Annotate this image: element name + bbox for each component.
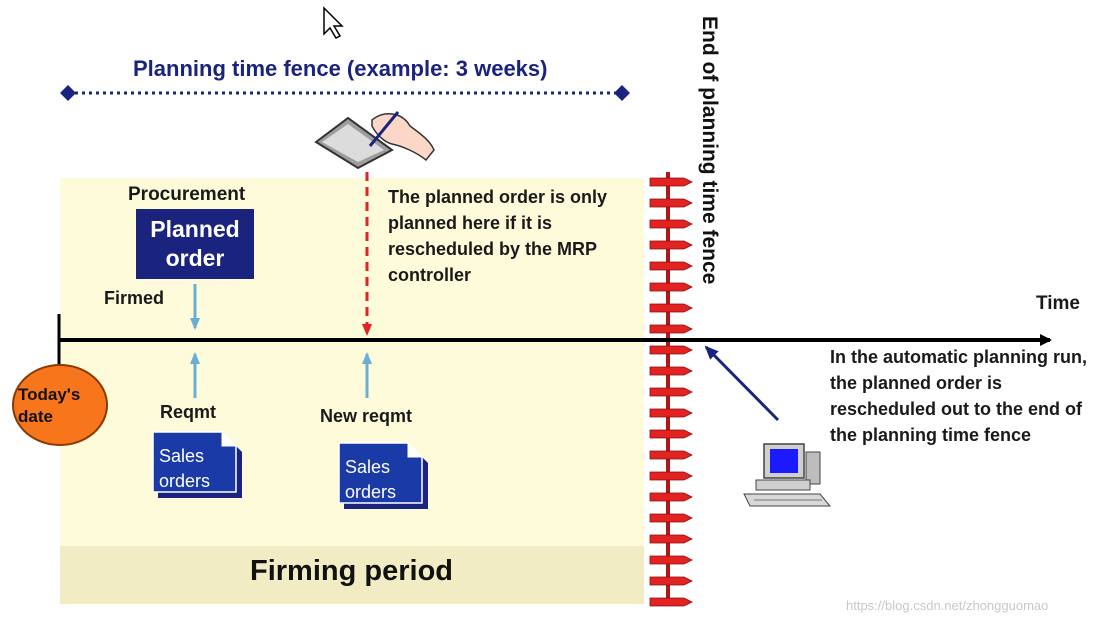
fence-peg — [649, 450, 693, 460]
reqmt-label: Reqmt — [160, 402, 217, 422]
sales-orders-text-new: Sales orders — [345, 455, 420, 505]
fence-peg — [649, 429, 693, 439]
fence-span-right-diamond — [614, 85, 630, 101]
fence-peg — [649, 261, 693, 271]
todays-date-label: Today's date — [18, 385, 81, 426]
sales-orders-text-reqmt: Sales orders — [159, 444, 234, 494]
planned-order-line-1: Planned — [150, 216, 240, 242]
fence-span-left-diamond — [60, 85, 76, 101]
sales-orders-line-2: orders — [345, 482, 397, 502]
fence-peg — [649, 324, 693, 334]
fence-peg — [649, 345, 693, 355]
sales-orders-doc-reqmt — [152, 431, 242, 498]
computer-icon — [743, 443, 832, 507]
auto-reschedule-note: In the automatic planning run, the plann… — [830, 347, 1088, 445]
fence-peg — [649, 597, 693, 607]
sales-orders-line-1: Sales — [345, 457, 391, 477]
firming-band — [60, 546, 644, 604]
sales-orders-doc-new — [338, 442, 428, 509]
firming-period-label: Firming period — [250, 555, 453, 587]
fence-peg — [649, 576, 693, 586]
fence-peg — [649, 492, 693, 502]
fence-peg — [649, 471, 693, 481]
sales-orders-line-2: orders — [159, 471, 211, 491]
fence-peg — [649, 177, 693, 187]
fence-post — [649, 172, 693, 607]
sales-orders-line-1: Sales — [159, 446, 205, 466]
auto-reschedule-arrow — [704, 345, 780, 422]
new-reqmt-label: New reqmt — [320, 406, 413, 426]
fence-peg — [649, 198, 693, 208]
manual-reschedule-note: The planned order is only planned here i… — [388, 187, 608, 285]
fence-peg — [649, 303, 693, 313]
watermark: https://blog.csdn.net/zhongguomao — [846, 598, 1049, 613]
planned-order-box: Planned order — [136, 209, 254, 279]
fence-peg — [649, 387, 693, 397]
planned-order-line-2: order — [165, 245, 225, 271]
fence-peg — [649, 534, 693, 544]
fence-peg — [649, 555, 693, 565]
manual-planning-icon — [314, 111, 435, 170]
fence-peg — [649, 240, 693, 250]
planning-fence-title: Planning time fence (example: 3 weeks) — [133, 56, 548, 81]
mouse-pointer-icon — [323, 6, 344, 39]
fence-peg — [649, 513, 693, 523]
fence-peg — [649, 219, 693, 229]
fence-peg — [649, 282, 693, 292]
procurement-label: Procurement — [128, 184, 246, 205]
fence-peg — [649, 366, 693, 376]
firmed-label: Firmed — [104, 288, 165, 308]
fence-peg — [649, 408, 693, 418]
time-axis-label: Time — [1036, 293, 1081, 314]
todays-date-circle — [12, 364, 108, 446]
end-of-fence-label: End of planning time fence — [698, 16, 721, 285]
